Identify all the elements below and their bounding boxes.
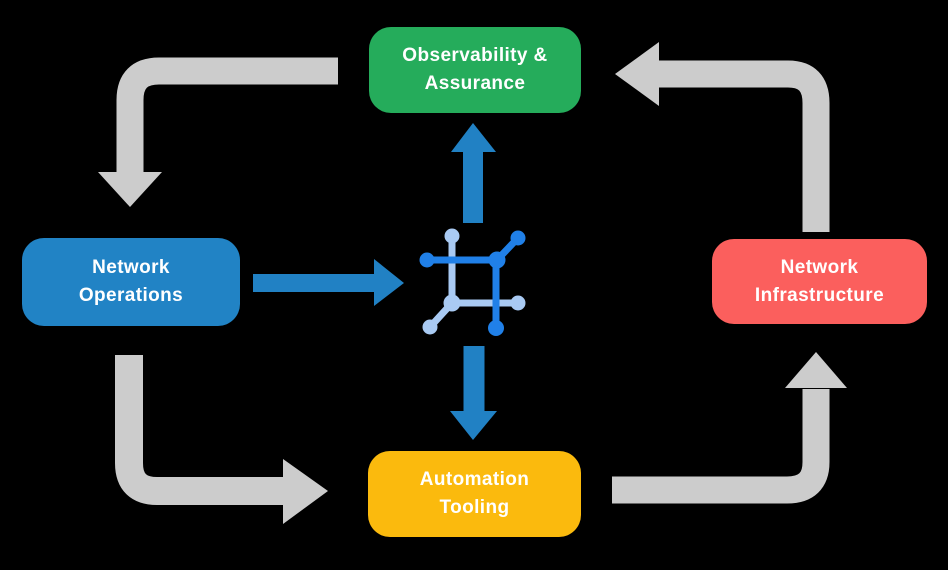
node-automation-tooling: Automation Tooling bbox=[368, 451, 581, 537]
arrow-head bbox=[374, 259, 404, 306]
icon-dark-node-junction bbox=[488, 251, 506, 269]
icon-light-node-top bbox=[444, 228, 460, 244]
arrow-head bbox=[98, 172, 162, 207]
arrow-shaft bbox=[116, 57, 338, 173]
arrow-infrastructure-to-observability bbox=[615, 42, 830, 232]
icon-dark-node-bottom bbox=[488, 320, 504, 336]
arrow-head bbox=[283, 459, 328, 524]
arrow-operations-to-platform bbox=[253, 259, 404, 306]
node-observability-label: Observability & Assurance bbox=[402, 45, 548, 94]
arrow-head bbox=[615, 42, 659, 106]
node-network-infrastructure: Network Infrastructure bbox=[712, 239, 927, 324]
node-operations-label: Network Operations bbox=[78, 257, 184, 306]
arrow-head bbox=[450, 411, 497, 440]
arrow-automation-to-infrastructure bbox=[612, 352, 847, 504]
arrow-observability-to-operations bbox=[98, 57, 338, 207]
arrow-platform-to-automation bbox=[450, 346, 497, 440]
node-network-operations: Network Operations bbox=[22, 238, 240, 326]
arrow-shaft bbox=[115, 355, 284, 505]
arrow-head bbox=[785, 352, 847, 388]
arrow-shaft bbox=[612, 389, 830, 504]
icon-light-node-right bbox=[510, 295, 526, 311]
arrow-operations-to-automation bbox=[115, 355, 328, 524]
icon-dark-node-diagonal bbox=[510, 230, 526, 246]
arrow-head bbox=[451, 123, 496, 152]
node-automation-label: Automation Tooling bbox=[419, 469, 530, 518]
icon-dark-node-left bbox=[419, 252, 435, 268]
network-nodes-icon bbox=[419, 228, 526, 336]
arrow-platform-to-observability bbox=[451, 123, 496, 223]
icon-light-node-diagonal bbox=[422, 319, 438, 335]
node-observability-assurance: Observability & Assurance bbox=[369, 27, 581, 113]
node-infrastructure-label: Network Infrastructure bbox=[754, 256, 885, 306]
icon-light-node-junction bbox=[443, 294, 461, 312]
arrow-shaft bbox=[659, 60, 830, 232]
